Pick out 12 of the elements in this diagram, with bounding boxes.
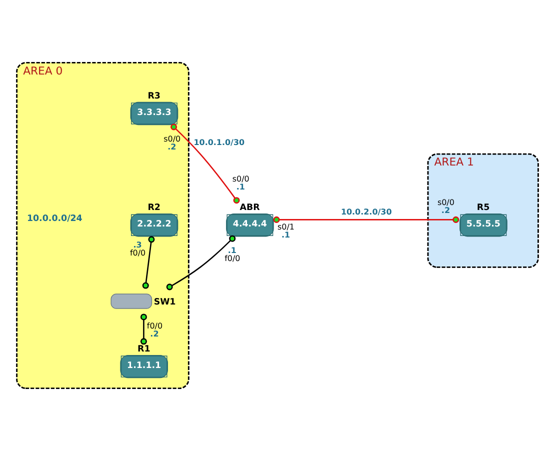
node-label: R1 [138,344,150,354]
node-label: R3 [148,90,160,101]
node-label: ABR [240,202,260,212]
connector [142,236,155,288]
node-label: SW1 [154,297,176,308]
node-label: R5 [476,202,490,212]
connector [273,216,460,222]
label: 10.0.0.0/24 [26,214,82,224]
connector [170,123,240,204]
connector [140,313,147,344]
node-label: R2 [148,202,160,212]
connector [166,234,236,290]
